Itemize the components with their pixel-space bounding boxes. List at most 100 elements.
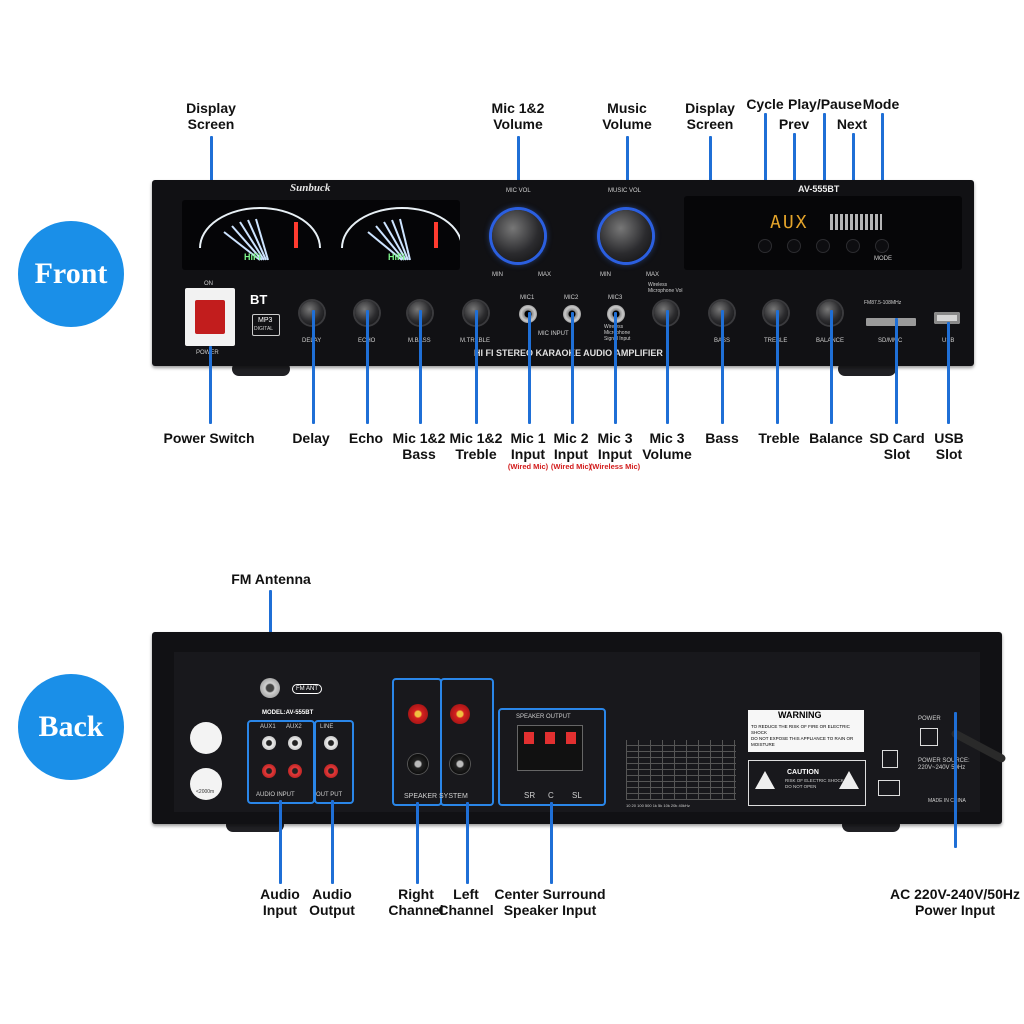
- mic2-label: MIC2: [564, 295, 579, 301]
- music-vol-min: MIN: [600, 272, 611, 278]
- label-echo: Echo: [348, 430, 384, 446]
- right-positive-terminal[interactable]: [408, 704, 428, 724]
- left-channel-group: [440, 678, 494, 806]
- mic-volume-knob[interactable]: [492, 210, 544, 262]
- mic3-label: MIC3: [608, 295, 623, 301]
- display-text: AUX: [770, 212, 809, 233]
- usb-slot[interactable]: [934, 312, 960, 324]
- label-display-screen-right: Display Screen: [685, 100, 735, 132]
- play-pause-button[interactable]: [817, 240, 829, 252]
- knob-label-delay: DELAY: [302, 338, 321, 345]
- heat-warning-icon: [190, 722, 222, 754]
- mic-input-label: MIC INPUT: [538, 331, 569, 337]
- label-music-volume: Music Volume: [602, 100, 652, 132]
- music-vol-label: MUSIC VOL: [608, 188, 642, 194]
- label-mic3-sub: (Wireless Mic): [589, 462, 641, 471]
- output-label: OUT PUT: [316, 792, 343, 798]
- knob-label-treble: TREBLE: [764, 338, 787, 345]
- aux2-l-jack[interactable]: [288, 736, 302, 750]
- label-treble: Treble: [758, 430, 800, 446]
- label-bass: Bass: [705, 430, 739, 446]
- aux1-r-jack[interactable]: [262, 764, 276, 778]
- front-bottom-text: HI FI STEREO KARAOKE AUDIO AMPLIFIER: [474, 348, 663, 358]
- surround-clip-sl[interactable]: [566, 732, 576, 744]
- fm-label: FM87.5-108MHz: [864, 300, 902, 306]
- amplifier-back-panel: FM ANT MODEL:AV-555BT AUX1 AUX2 LINE AUD…: [152, 632, 1007, 824]
- wireless-vol-label: Wireless Microphone Vol: [648, 282, 683, 294]
- label-balance: Balance: [809, 430, 863, 446]
- c-label: C: [548, 791, 554, 800]
- right-negative-terminal[interactable]: [408, 754, 428, 774]
- left-negative-terminal[interactable]: [450, 754, 470, 774]
- wireless-signal-label: Wireless Microphone Signal Input: [604, 324, 631, 342]
- label-next: Next: [836, 116, 868, 132]
- frequency-response-chart: [626, 740, 736, 800]
- back-model: MODEL:AV-555BT: [262, 710, 314, 716]
- model-front: AV-555BT: [798, 184, 840, 194]
- house-icon: [878, 780, 900, 796]
- line-r-jack[interactable]: [324, 764, 338, 778]
- power-inlet[interactable]: [920, 728, 938, 746]
- surround-clip-sr[interactable]: [524, 732, 534, 744]
- altitude-icon: [190, 768, 222, 800]
- speaker-output-label: SPEAKER OUTPUT: [516, 714, 571, 720]
- label-right-channel: Right Channel: [388, 886, 444, 918]
- label-audio-output: Audio Output: [309, 886, 355, 918]
- mode-button[interactable]: [876, 240, 888, 252]
- fm-antenna-jack[interactable]: [260, 678, 280, 698]
- spectrum-bars: [830, 214, 882, 230]
- label-surround: Center Surround Speaker Input: [494, 886, 606, 918]
- power-on-label: ON: [204, 281, 213, 287]
- mp3-text: MP3: [258, 317, 273, 324]
- power-label: POWER: [196, 350, 219, 356]
- brand-logo: Sunbuck: [290, 182, 331, 194]
- back-badge: Back: [18, 674, 124, 780]
- left-positive-terminal[interactable]: [450, 704, 470, 724]
- power-label-back: POWER: [918, 716, 941, 722]
- prev-button[interactable]: [788, 240, 800, 252]
- music-vol-max: MAX: [646, 272, 660, 278]
- label-power-switch: Power Switch: [163, 430, 255, 446]
- next-button[interactable]: [847, 240, 859, 252]
- front-badge: Front: [18, 221, 124, 327]
- weee-bin-icon: [882, 750, 898, 768]
- bt-logo: BT: [250, 292, 268, 307]
- label-mic1-input-text: Mic 1 Input: [510, 430, 546, 462]
- power-source-label: POWER SOURCE: 220V~240V 50Hz: [918, 758, 970, 771]
- label-delay: Delay: [292, 430, 330, 446]
- vu-meter-display: HiFi HiFi: [182, 200, 463, 270]
- label-usb: USB Slot: [934, 430, 964, 462]
- label-mic3-input-text: Mic 3 Input: [597, 430, 633, 462]
- audio-output-group: [314, 720, 354, 804]
- sr-label: SR: [524, 791, 536, 800]
- aux2-r-jack[interactable]: [288, 764, 302, 778]
- warning-text: TO REDUCE THE RISK OF FIRE OR ELECTRIC S…: [751, 724, 854, 747]
- label-mic1-sub: (Wired Mic): [507, 462, 549, 471]
- altitude-label: <2000m: [196, 789, 215, 795]
- line-l-jack[interactable]: [324, 736, 338, 750]
- label-power-input: AC 220V-240V/50Hz Power Input: [890, 886, 1020, 918]
- surround-clip-c[interactable]: [545, 732, 555, 744]
- digital-display: AUX MODE: [684, 196, 962, 270]
- label-cycle: Cycle: [746, 96, 784, 112]
- aux1-label: AUX1: [260, 724, 276, 730]
- label-sd-card: SD Card Slot: [869, 430, 925, 462]
- label-mode: Mode: [862, 96, 900, 112]
- music-volume-knob[interactable]: [600, 210, 652, 262]
- label-play-pause: Play/Pause: [788, 96, 862, 112]
- label-prev: Prev: [778, 116, 810, 132]
- fm-ant-label: FM ANT: [292, 684, 322, 694]
- label-audio-input: Audio Input: [260, 886, 300, 918]
- power-switch[interactable]: [185, 288, 235, 346]
- warning-label: WARNING TO REDUCE THE RISK OF FIRE OR EL…: [748, 710, 864, 752]
- caution-title: CAUTION: [787, 769, 819, 776]
- label-mic1-input: Mic 1 Input (Wired Mic): [508, 430, 548, 471]
- sd-card-slot[interactable]: [866, 318, 916, 326]
- sl-label: SL: [572, 791, 582, 800]
- label-fm-antenna: FM Antenna: [231, 571, 311, 587]
- mode-button-label: MODE: [874, 256, 892, 262]
- cycle-button[interactable]: [759, 240, 771, 252]
- aux1-l-jack[interactable]: [262, 736, 276, 750]
- sd-label: SD/MMC: [878, 338, 903, 344]
- caution-label: CAUTION RISK OF ELECTRIC SHOCK DO NOT OP…: [748, 760, 866, 806]
